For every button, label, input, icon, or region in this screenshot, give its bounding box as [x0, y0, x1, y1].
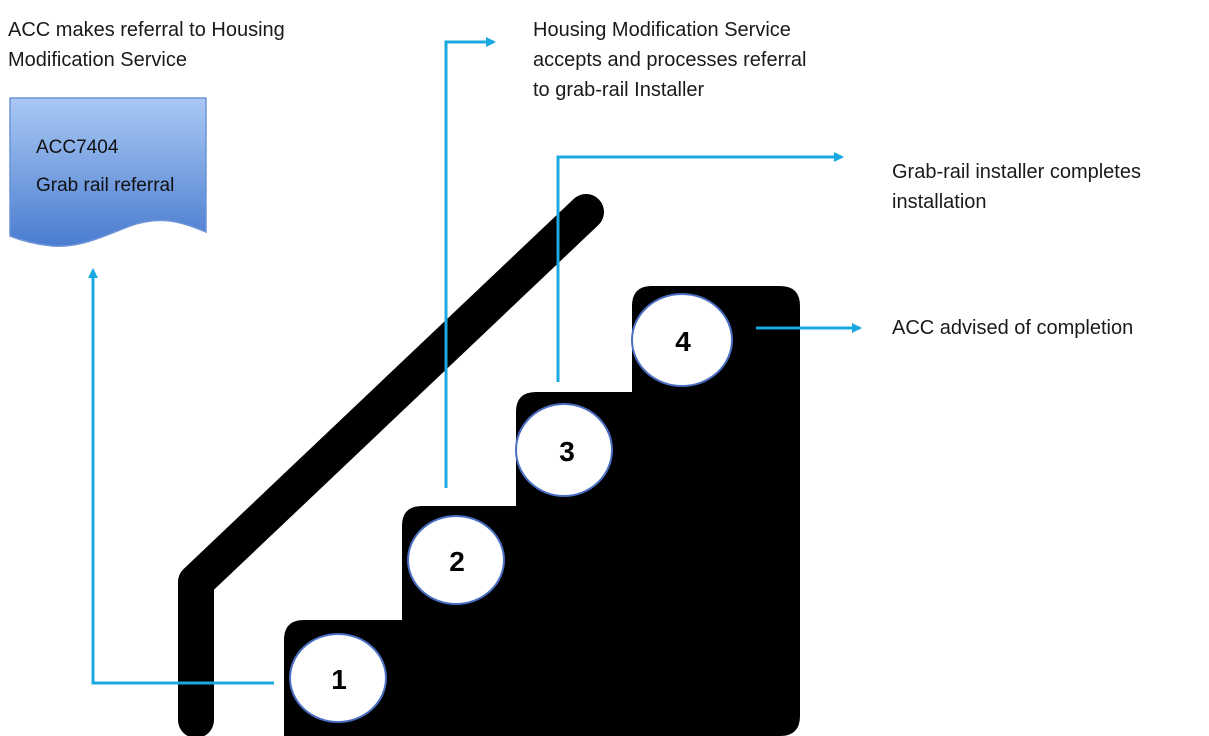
- caption-step2: Housing Modification Service accepts and…: [533, 15, 806, 105]
- connector-step3: [556, 152, 844, 382]
- step-number-1: 1: [331, 664, 347, 695]
- step-circle-3: [515, 403, 613, 497]
- caption-step1-line1: ACC makes referral to Housing: [8, 19, 285, 41]
- document-code: ACC7404: [36, 137, 119, 158]
- staircase: [284, 286, 800, 736]
- caption-step4: ACC advised of completion: [892, 313, 1133, 343]
- caption-step2-line3: to grab-rail Installer: [533, 79, 705, 101]
- step-number-4: 4: [675, 326, 691, 357]
- step-number-3: 3: [559, 436, 575, 467]
- referral-document-shape: [9, 97, 207, 247]
- caption-step3-line2: installation: [892, 191, 987, 213]
- document-title: Grab rail referral: [36, 175, 175, 196]
- step-circle-4: [631, 293, 733, 387]
- caption-step3-line1: Grab-rail installer completes: [892, 161, 1141, 183]
- caption-step1-line2: Modification Service: [8, 49, 187, 71]
- caption-step2-line1: Housing Modification Service: [533, 19, 791, 41]
- caption-step1: ACC makes referral to Housing Modificati…: [8, 15, 285, 75]
- caption-step3: Grab-rail installer completes installati…: [892, 157, 1141, 217]
- step-circle-1: [289, 633, 387, 723]
- caption-step2-line2: accepts and processes referral: [533, 49, 807, 71]
- grab-rail: [178, 194, 604, 736]
- step-number-2: 2: [449, 546, 465, 577]
- step-circle-2: [407, 515, 505, 605]
- caption-step4-line1: ACC advised of completion: [892, 317, 1134, 339]
- connector-step2: [444, 37, 496, 488]
- connector-step1: [88, 268, 274, 685]
